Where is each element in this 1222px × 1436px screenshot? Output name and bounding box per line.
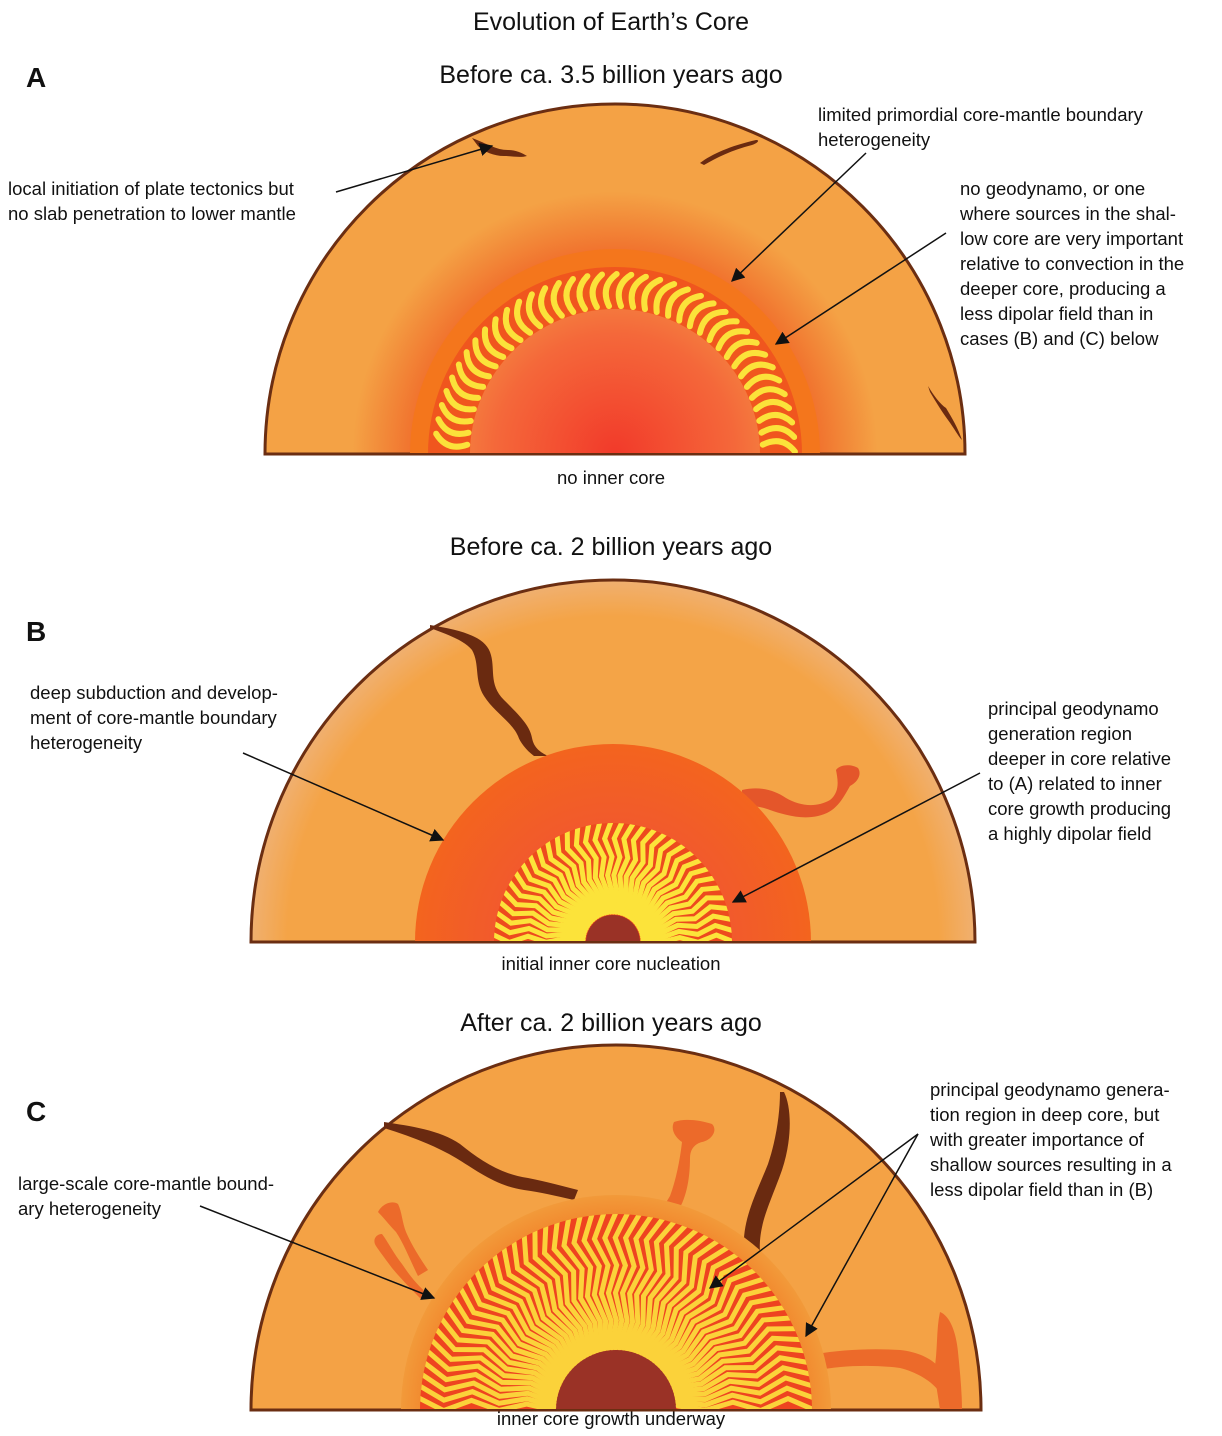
panel-a-diagram (265, 104, 965, 454)
panel-b-diagram (251, 580, 975, 942)
panel-c-diagram (251, 1045, 981, 1411)
